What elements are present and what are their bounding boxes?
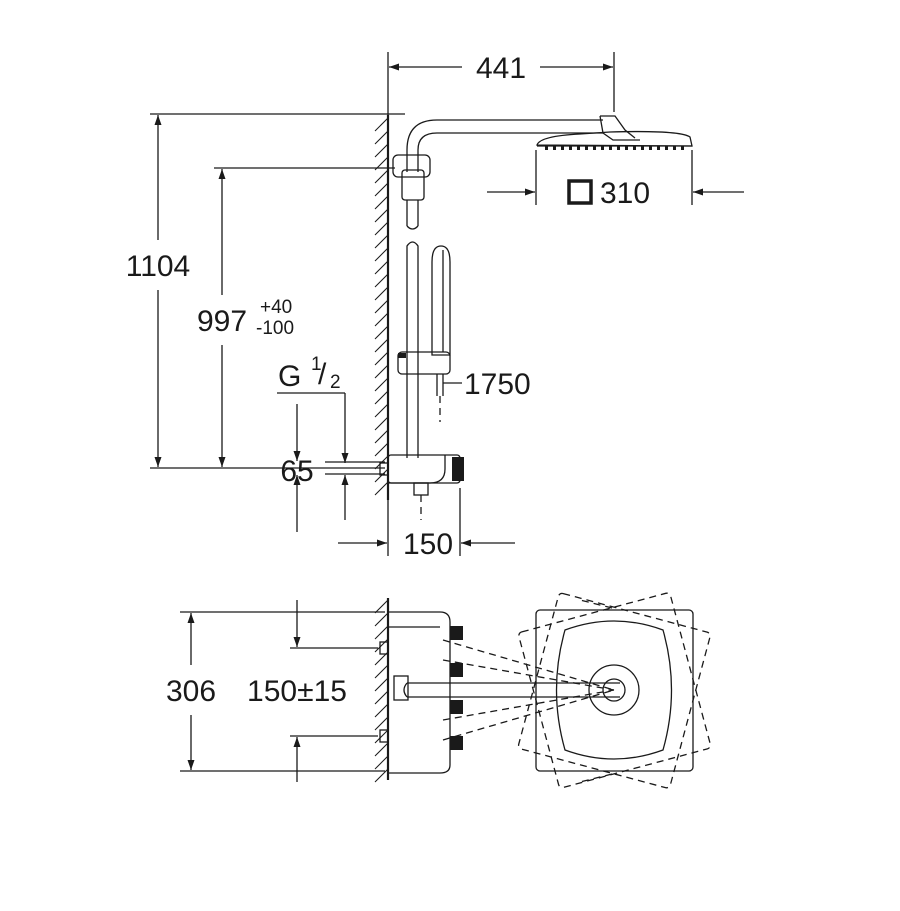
dim-997-tol-minus: -100 (256, 318, 294, 339)
wall-hatch-line (374, 221, 389, 236)
wall-hatch-line (374, 625, 389, 640)
nozzle-mark (601, 146, 604, 150)
nozzle-mark (641, 146, 644, 150)
wall-hatch-line (374, 130, 389, 145)
wall-hatch-line (374, 208, 389, 223)
wall-hatch-line (374, 677, 389, 692)
wall-hatch-line (374, 703, 389, 718)
wall-hatch-line (374, 690, 389, 705)
dim-thread-num: 1 (311, 354, 322, 375)
wall-hatch-line (374, 299, 389, 314)
wall-hatch-line (374, 742, 389, 757)
dim-1750: 1750 (464, 368, 531, 401)
nozzle-mark (569, 146, 572, 150)
dim-310: 310 (600, 177, 650, 210)
dim-150: 150 (403, 528, 453, 561)
wall-top (374, 598, 390, 783)
wall-hatch-line (374, 755, 389, 770)
dim-997-tol-plus: +40 (260, 297, 292, 318)
thermostat-mixer-top (379, 611, 463, 774)
nozzle-mark (593, 146, 596, 150)
nozzle-mark (649, 146, 652, 150)
square-symbol (567, 179, 593, 205)
dim-thread-slash: / (318, 358, 327, 391)
wall-hatch-line (374, 377, 389, 392)
nozzle-mark (561, 146, 564, 150)
wall-hatch-line (374, 273, 389, 288)
nozzle-mark (609, 146, 612, 150)
nozzle-mark (665, 146, 668, 150)
nozzle-mark (657, 146, 660, 150)
wall-hatch-line (374, 182, 389, 197)
nozzle-mark (577, 146, 580, 150)
wall-hatch-line (374, 481, 389, 496)
dimension-lines (150, 52, 744, 782)
dim-997: 997 (197, 305, 247, 338)
wall-hatch-line (374, 117, 389, 132)
wall-hatch-line (374, 612, 389, 627)
dim-65: 65 (280, 455, 313, 488)
nozzle-mark (545, 146, 548, 150)
dim-thread-den: 2 (330, 372, 341, 393)
dim-thread-g: G (278, 360, 301, 393)
nozzle-mark (673, 146, 676, 150)
head-shower-top (442, 592, 712, 789)
wall-hatch-line (374, 403, 389, 418)
side-view (374, 115, 693, 520)
wall-hatch-line (374, 442, 389, 457)
nozzle-mark (625, 146, 628, 150)
dim-441: 441 (476, 52, 526, 85)
wall-hatch-line (374, 364, 389, 379)
wall-hatch-line (374, 169, 389, 184)
shower-arm-top (403, 682, 620, 698)
wall-hatch-line (374, 351, 389, 366)
dim-150-tol: 150±15 (247, 675, 347, 708)
wall-hatch-line (374, 325, 389, 340)
wall-side (374, 115, 390, 500)
wall-hatch-line (374, 729, 389, 744)
wall-hatch-line (374, 664, 389, 679)
wall-hatch-line (374, 599, 389, 614)
hand-shower (397, 245, 451, 422)
wall-hatch-line (374, 260, 389, 275)
nozzle-mark (617, 146, 620, 150)
wall-hatch-line (374, 768, 389, 783)
top-view (374, 592, 712, 789)
dim-306: 306 (166, 675, 216, 708)
wall-hatch-line (374, 716, 389, 731)
nozzle-mark (681, 146, 684, 150)
wall-hatch-line (374, 416, 389, 431)
wall-hatch-line (374, 143, 389, 158)
dim-1104: 1104 (126, 250, 191, 283)
wall-hatch-line (374, 390, 389, 405)
wall-hatch-line (374, 429, 389, 444)
wall-hatch-line (374, 338, 389, 353)
thermostat-mixer-side (379, 454, 464, 520)
shower-riser (392, 119, 603, 458)
nozzle-mark (553, 146, 556, 150)
wall-hatch-line (374, 234, 389, 249)
wall-hatch-line (374, 247, 389, 262)
wall-hatch-line (374, 312, 389, 327)
wall-hatch-line (374, 638, 389, 653)
wall-hatch-line (374, 195, 389, 210)
dimension-labels: 441 310 1104 997 +40 -100 G 1 / 2 1750 6… (126, 52, 650, 708)
nozzle-mark (585, 146, 588, 150)
head-shower (536, 115, 693, 150)
nozzle-mark (633, 146, 636, 150)
wall-hatch-line (374, 286, 389, 301)
